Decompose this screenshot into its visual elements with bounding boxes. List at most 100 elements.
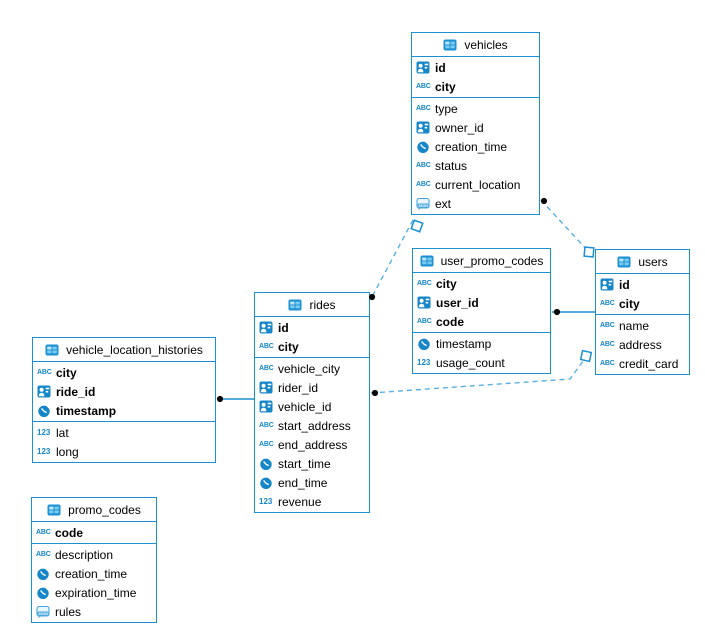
field-name: user_id [436,295,479,310]
text-icon: ABC [259,422,274,429]
text-icon: ABC [600,322,615,329]
field-name: id [619,277,630,292]
field-row[interactable]: expiration_time [32,583,156,602]
id-icon [600,278,616,291]
svg-text:JSON: JSON [38,611,48,615]
id-icon [259,321,275,334]
field-row[interactable]: owner_id [412,118,539,137]
text-icon: ABC [259,365,274,372]
field-row[interactable]: timestamp [33,401,215,420]
table-icon [617,256,633,268]
text-icon: ABC [416,83,431,90]
field-name: city [435,79,456,94]
field-name: creation_time [435,139,508,154]
field-name: rider_id [278,380,319,395]
field-row[interactable]: creation_time [412,137,539,156]
field-name: end_time [278,475,328,490]
text-icon: ABC [259,343,274,350]
num-icon: 123 [417,358,431,367]
field-row[interactable]: ABC status [412,156,539,175]
many-end-marker [579,349,593,363]
table-header[interactable]: users [596,250,689,274]
field-row[interactable]: id [412,58,539,77]
field-row[interactable]: start_time [255,454,369,473]
table-header[interactable]: user_promo_codes [413,249,550,273]
field-row[interactable]: vehicle_id [255,397,369,416]
time-icon [417,336,433,351]
field-row[interactable]: id [596,275,689,294]
time-icon [36,566,52,581]
field-row[interactable]: creation_time [32,564,156,583]
field-row[interactable]: rider_id [255,378,369,397]
text-icon: ABC [37,369,52,376]
field-row[interactable]: JSON rules [32,602,156,621]
table-title: users [638,254,668,269]
field-name: city [56,365,77,380]
field-row[interactable]: end_time [255,473,369,492]
field-row[interactable]: ride_id [33,382,215,401]
field-name: vehicle_city [278,361,341,376]
field-name: city [619,296,640,311]
field-name: code [55,525,84,540]
id-icon [416,61,432,74]
text-icon: ABC [416,162,431,169]
text-icon: ABC [416,105,431,112]
field-row[interactable]: ABC vehicle_city [255,359,369,378]
field-name: lat [56,425,69,440]
field-row[interactable]: timestamp [413,334,550,353]
field-name: expiration_time [55,585,137,600]
relationship-vehicles-rides[interactable] [372,219,414,296]
field-name: status [435,158,468,173]
field-row[interactable]: ABC city [33,363,215,382]
id-icon [259,381,275,394]
many-end-marker [410,219,424,233]
field-name: end_address [278,437,348,452]
relationship-vehicles-users[interactable] [540,199,589,252]
field-row[interactable]: user_id [413,293,550,312]
field-row[interactable]: ABC code [32,523,156,542]
num-icon: 123 [37,428,51,437]
table-header[interactable]: vehicles [412,33,539,57]
table-icon [45,344,61,356]
text-icon: ABC [36,529,51,536]
id-icon [417,296,433,309]
field-row[interactable]: id [255,318,369,337]
table-header[interactable]: rides [255,293,369,317]
key-fields-section: ABC code [32,522,156,544]
field-row[interactable]: 123 lat [33,423,215,442]
table-header[interactable]: vehicle_location_histories [33,338,215,362]
field-name: rules [55,604,82,619]
text-icon: ABC [600,341,615,348]
field-name: id [435,60,446,75]
table-header[interactable]: promo_codes [32,498,156,522]
table-title: promo_codes [68,502,141,517]
text-icon: ABC [36,551,51,558]
field-row[interactable]: ABC city [412,77,539,96]
table-title: vehicles [464,37,508,52]
